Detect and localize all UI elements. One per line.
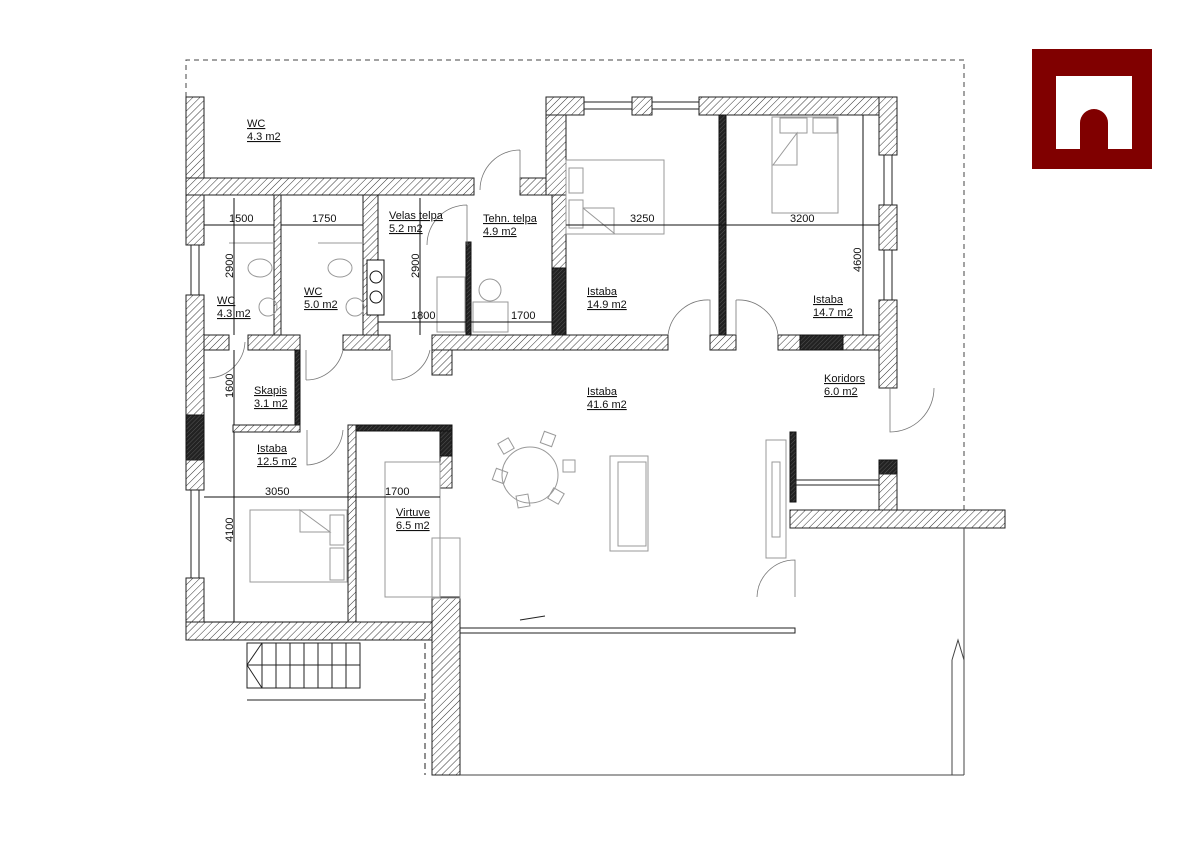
dimension-label: 1750 xyxy=(312,213,336,225)
furniture xyxy=(229,116,839,599)
room-area: 14.7 m2 xyxy=(813,307,853,319)
room-area: 3.1 m2 xyxy=(254,398,288,410)
dimension-label: 3050 xyxy=(265,486,289,498)
dimension-label: 1700 xyxy=(385,486,409,498)
property-outline xyxy=(185,59,965,510)
dimension-label: 1800 xyxy=(411,310,435,322)
room-area: 5.0 m2 xyxy=(304,299,338,311)
room-area: 4.3 m2 xyxy=(247,131,281,143)
room-name: Istaba xyxy=(587,286,618,298)
windows xyxy=(190,101,893,634)
room-name: Velas telpa xyxy=(389,210,444,222)
room-name: Virtuve xyxy=(396,507,430,519)
dimension-label: 1700 xyxy=(511,310,535,322)
room-name: WC xyxy=(217,295,235,307)
dimension-label: 3200 xyxy=(790,213,814,225)
dimension-label: 2900 xyxy=(410,254,422,278)
dimension-label: 4100 xyxy=(224,518,236,542)
room-area: 41.6 m2 xyxy=(587,399,627,411)
dimension-labels: 1500 1750 2900 2900 1800 1700 3250 3200 … xyxy=(224,213,864,542)
room-area: 5.2 m2 xyxy=(389,223,423,235)
dimension-label: 3250 xyxy=(630,213,654,225)
room-name: Istaba xyxy=(587,386,618,398)
room-area: 14.9 m2 xyxy=(587,299,627,311)
room-area: 12.5 m2 xyxy=(257,456,297,468)
walls xyxy=(185,96,1006,776)
room-name: Istaba xyxy=(257,443,288,455)
room-area: 4.9 m2 xyxy=(483,226,517,238)
dimension-label: 2900 xyxy=(224,254,236,278)
room-name: WC xyxy=(304,286,322,298)
dimension-label: 1600 xyxy=(224,374,236,398)
dimension-lines xyxy=(204,115,879,623)
room-name: Istaba xyxy=(813,294,844,306)
room-name: WC xyxy=(247,118,265,130)
room-name: Koridors xyxy=(824,373,865,385)
room-area: 4.3 m2 xyxy=(217,308,251,320)
doors[interactable] xyxy=(208,149,935,598)
arch-logo-icon xyxy=(1032,49,1152,169)
terrace xyxy=(460,528,965,776)
dimension-label: 1500 xyxy=(229,213,253,225)
dimension-label: 4600 xyxy=(852,248,864,272)
room-name: Tehn. telpa xyxy=(483,213,538,225)
room-area: 6.0 m2 xyxy=(824,386,858,398)
room-name: Skapis xyxy=(254,385,288,397)
room-labels: WC 4.3 m2 WC 4.3 m2 WC 5.0 m2 Velas telp… xyxy=(217,118,865,532)
staircase xyxy=(246,642,426,775)
room-area: 6.5 m2 xyxy=(396,520,430,532)
